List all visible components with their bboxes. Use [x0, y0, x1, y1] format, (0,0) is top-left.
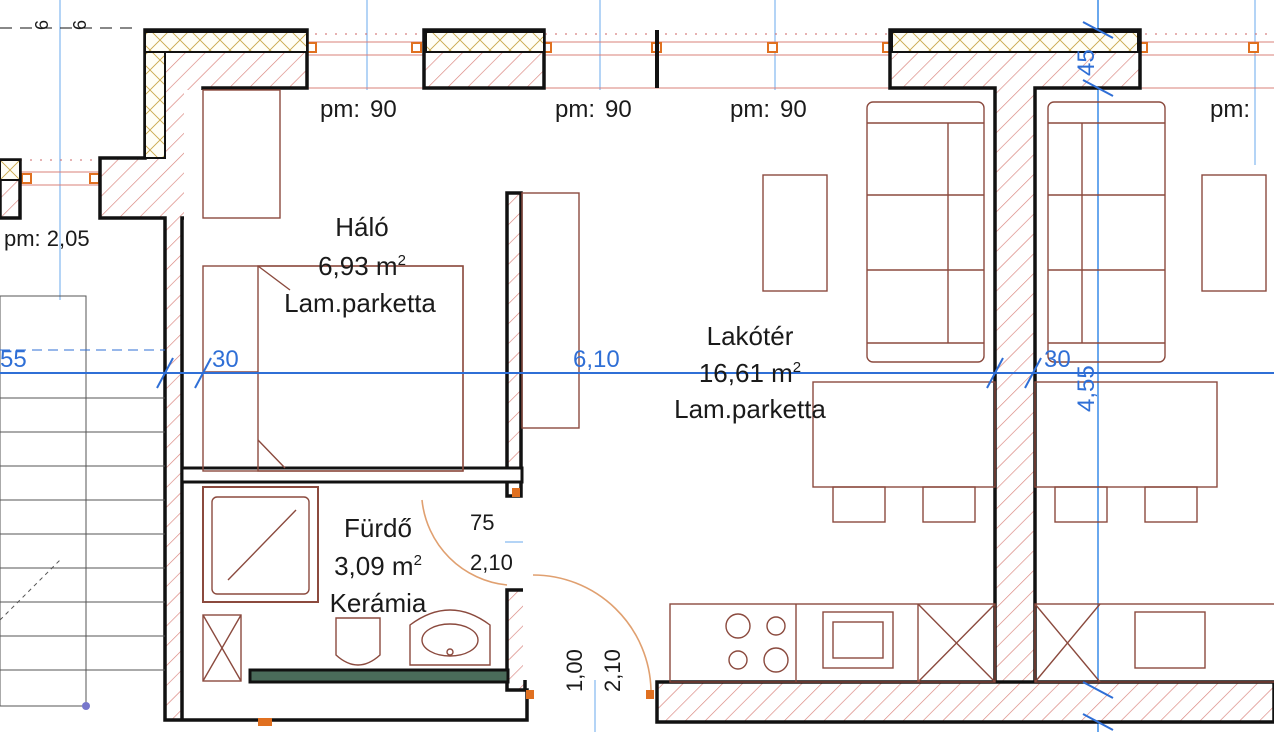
door-height-2-10-vertical: 2,10 — [600, 649, 625, 692]
furniture — [202, 89, 1274, 683]
kitchen-counter — [669, 603, 996, 683]
room-name: Fürdő — [344, 513, 412, 543]
room-name: Háló — [335, 212, 388, 242]
window-height-3: pm:90 — [730, 96, 807, 123]
dining-table — [812, 381, 996, 488]
dim-55: 55 — [0, 346, 27, 373]
toilet-tank — [202, 614, 242, 682]
room-floor: Lam.parketta — [284, 288, 436, 318]
window-height-1: pm:90 — [320, 96, 397, 123]
shower — [202, 486, 319, 603]
sofa-right — [1047, 101, 1166, 363]
dim-30-left: 30 — [212, 346, 239, 373]
dim-6-10: 6,10 — [573, 346, 620, 373]
room-label-halo: Háló 6,93 m2 Lam.parketta — [284, 212, 436, 318]
room-floor: Lam.parketta — [674, 394, 826, 424]
door-width-75: 75 — [470, 510, 494, 535]
wardrobe — [202, 89, 281, 219]
window-height-2: pm:90 — [555, 96, 632, 123]
top-label-6b: 6 — [70, 20, 90, 30]
room-name: Lakótér — [707, 321, 794, 351]
room-label-furdo: Fürdő 3,09 m2 Kerámia — [330, 513, 427, 618]
dimension-lines — [0, 21, 1274, 731]
top-label-6a: 6 — [32, 20, 52, 30]
room-label-lakoter: Lakótér 16,61 m2 Lam.parketta — [674, 321, 826, 424]
bed-inner — [257, 265, 464, 472]
coffee-table — [762, 174, 828, 292]
chair-1 — [832, 486, 886, 523]
washbasin — [409, 609, 491, 666]
window-labels: pm:90 pm:90 pm:90 pm: pm: 2,05 — [4, 96, 1250, 251]
door-height-2-10: 2,10 — [470, 550, 513, 575]
dim-45: 45 — [1073, 49, 1100, 76]
chair-2 — [922, 486, 976, 523]
sink — [822, 611, 894, 669]
toilet — [335, 617, 381, 666]
staircase — [0, 295, 165, 710]
dim-30-right: 30 — [1044, 346, 1071, 373]
door-markers — [258, 488, 654, 726]
dim-4-55: 4,55 — [1073, 365, 1100, 412]
room-area: 6,93 m2 — [318, 251, 406, 281]
wall-bath-partition — [505, 191, 523, 498]
window-height-4: pm: — [1210, 96, 1250, 123]
tv-cabinet — [521, 192, 580, 429]
door-swings — [421, 499, 652, 691]
dimension-values: 55 30 6,10 30 4,55 45 75 2,10 1,00 2,10 … — [0, 20, 1100, 692]
sofa — [866, 101, 985, 363]
door-width-1-00: 1,00 — [562, 649, 587, 692]
window-height-5: pm: 2,05 — [4, 226, 90, 251]
room-area: 16,61 m2 — [699, 358, 801, 388]
floor-areas — [184, 90, 993, 680]
room-floor: Kerámia — [330, 588, 427, 618]
room-area: 3,09 m2 — [334, 551, 422, 581]
insulation — [0, 31, 1139, 181]
wall-bottom-right — [655, 680, 1274, 724]
